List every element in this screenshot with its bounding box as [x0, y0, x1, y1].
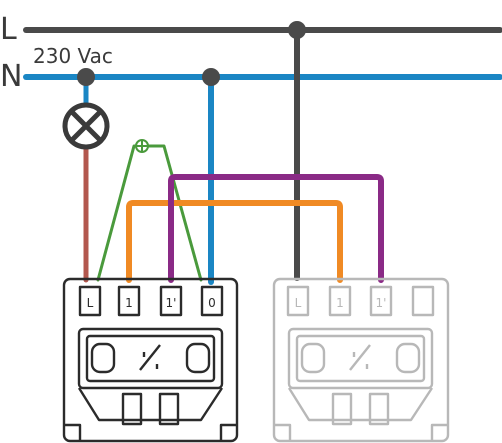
mounting-tab-right: [430, 423, 448, 441]
rocker-contact-left: [90, 342, 116, 374]
mounting-slot-right: [368, 392, 390, 426]
terminal-label-l: L: [295, 296, 302, 310]
terminal-box: [328, 285, 352, 317]
rocker-inner: [295, 334, 426, 383]
switch-symbol-icon: [139, 344, 161, 371]
line-junction-dot: [288, 21, 306, 39]
lamp-icon: [62, 102, 110, 150]
terminal-label-l: L: [87, 296, 94, 310]
terminal-box: [200, 285, 224, 317]
rocker-contact-left: [300, 342, 326, 374]
neutral-label: N: [0, 59, 22, 94]
traveler-wire-1: [126, 200, 343, 283]
earth-terminal-icon: [135, 139, 149, 153]
terminal-label-0: 0: [208, 296, 216, 310]
neutral-junction-dot-switch: [202, 68, 220, 86]
rocker-contact-right: [185, 342, 211, 374]
terminal-box: [159, 285, 183, 317]
traveler-wire-2: [168, 174, 384, 283]
rocker-inner: [85, 334, 216, 383]
terminal-block: [78, 285, 224, 317]
switch-body: [62, 277, 239, 443]
base-outline: [77, 387, 224, 422]
terminal-label-1: 1: [125, 296, 133, 310]
switch-1: [62, 277, 239, 443]
mounting-tab-left: [64, 423, 82, 441]
switch-1-terminal-labels: L 1 1' 0: [87, 296, 216, 310]
mounting-slot-right: [158, 392, 180, 426]
terminal-label-1-prime: 1': [376, 296, 387, 310]
terminal-box: [78, 285, 102, 317]
voltage-label: 230 Vac: [33, 44, 113, 68]
rocker-frame: [77, 327, 224, 390]
neutral-junction-dot-lamp: [77, 68, 95, 86]
switch-2-terminal-labels: L 1 1': [295, 296, 387, 310]
terminal-label-1-prime: 1': [166, 296, 177, 310]
terminal-box: [369, 285, 393, 317]
mounting-tab-left: [274, 423, 292, 441]
mounting-slot-left: [121, 392, 143, 426]
terminal-box: [286, 285, 310, 317]
switch-2: [272, 277, 450, 443]
mounting-slot-left: [331, 392, 353, 426]
switch-body: [272, 277, 450, 443]
terminal-block: [286, 285, 435, 317]
line-label: L: [0, 12, 17, 47]
base-outline: [287, 387, 434, 422]
switch-symbol-icon: [349, 344, 371, 371]
terminal-label-1: 1: [336, 296, 344, 310]
terminal-box: [411, 285, 435, 317]
junctions: [77, 21, 306, 86]
rocker-contact-right: [395, 342, 421, 374]
earth-wire: [96, 144, 203, 282]
rocker-frame: [287, 327, 434, 390]
mounting-tab-right: [219, 423, 237, 441]
terminal-box: [117, 285, 141, 317]
wires: [23, 27, 502, 285]
